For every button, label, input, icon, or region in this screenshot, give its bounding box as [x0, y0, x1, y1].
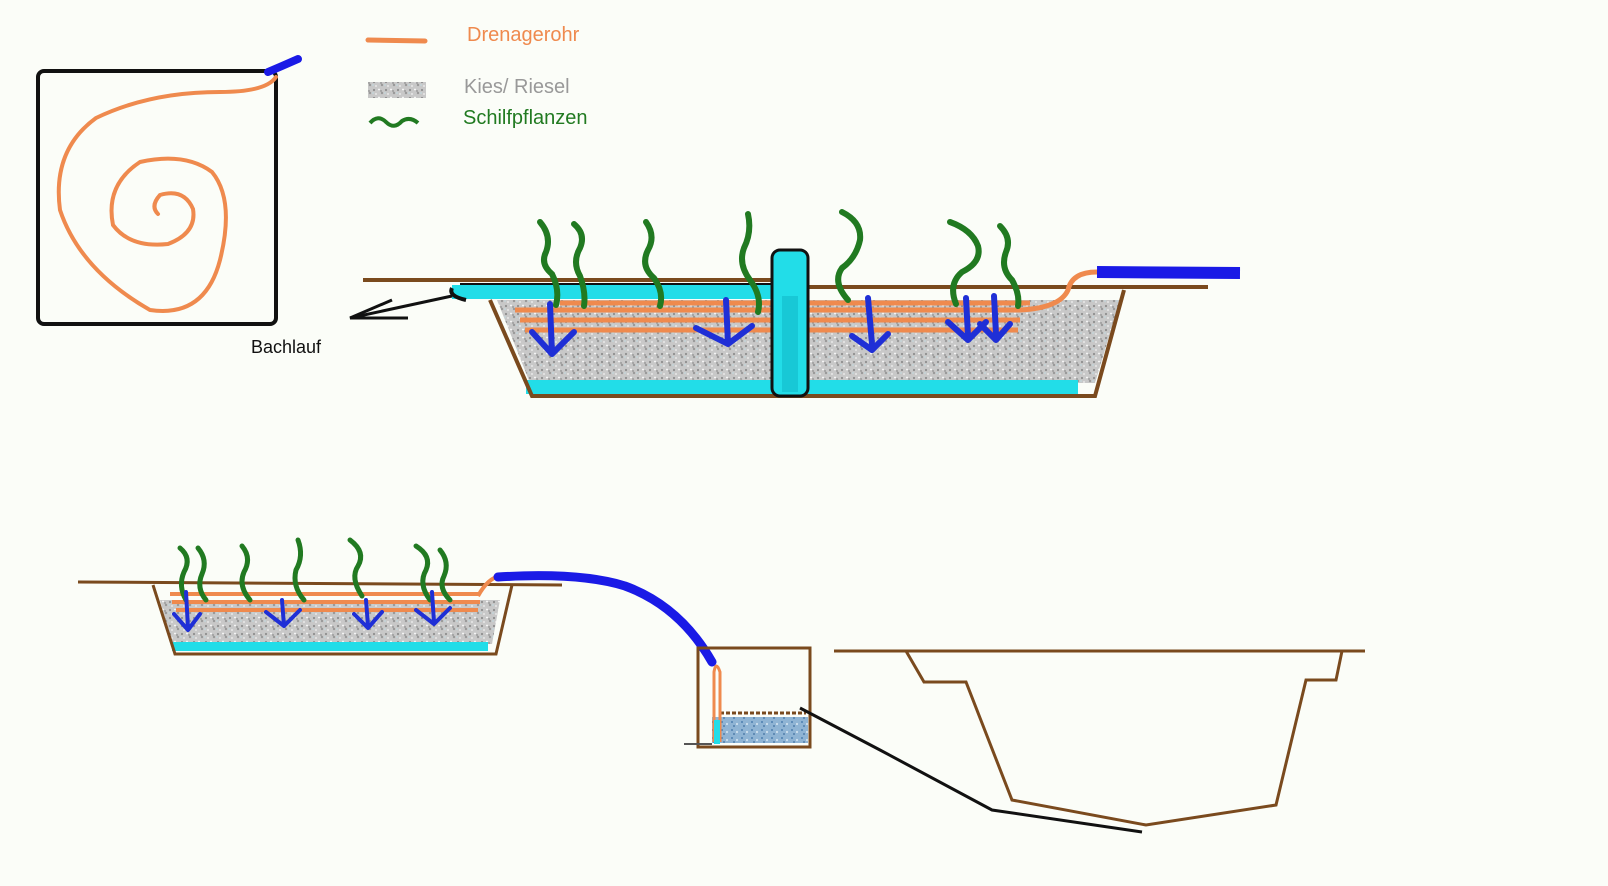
reed-icon [239, 543, 253, 603]
spiral-pipe-icon [56, 75, 278, 313]
reed-icon [642, 219, 665, 309]
small-water-layer [172, 642, 488, 651]
pond-outline [904, 650, 1344, 827]
downflow-arrow-icon [977, 293, 1013, 343]
stream-label: Bachlauf [251, 337, 322, 357]
settling-box-inlet-pipe [712, 664, 722, 742]
system-section [77, 537, 1365, 834]
downflow-arrow-icon [849, 295, 891, 353]
pond-feed-pipe [799, 706, 1143, 834]
filter-basin-section [349, 209, 1241, 398]
reed-icon [347, 537, 365, 599]
downflow-arrow-icon [414, 590, 452, 626]
reed-icon [437, 547, 453, 603]
inlet-hose [1096, 266, 1241, 279]
reed-icon [537, 219, 561, 308]
legend-drain-pipe-label: Drenagerohr [467, 24, 580, 46]
spiral-inlet-hose [264, 55, 302, 76]
downflow-arrow-icon [264, 598, 302, 628]
legend-reed-swatch [368, 116, 420, 128]
downflow-arrows-lower [172, 590, 452, 632]
reed-icon [195, 545, 209, 603]
legend-gravel-swatch [368, 82, 426, 98]
ground-line-lower [77, 580, 563, 587]
standpipe-inner [782, 296, 798, 392]
legend-reeds-label: Schilfpflanzen [463, 107, 588, 129]
reed-icon [571, 221, 588, 309]
reeds-lower [177, 537, 453, 603]
reed-icon [739, 211, 762, 315]
reed-icon [997, 223, 1022, 309]
downflow-arrow-icon [352, 598, 384, 630]
outflow-arrow-icon [349, 294, 453, 320]
reed-icon [177, 545, 190, 603]
reed-icon [835, 209, 864, 303]
settling-box-sediment [712, 717, 808, 743]
reeds-upper [537, 209, 1022, 315]
downflow-arrow-icon [693, 297, 755, 347]
basin-wall [488, 289, 1126, 398]
outlet-lip [449, 287, 467, 302]
outflow-arrow-head [349, 298, 393, 320]
transfer-hose [493, 571, 717, 667]
legend-drain-pipe-swatch [365, 37, 428, 44]
top-view-basin-outline [36, 69, 278, 326]
downflow-arrows-upper [529, 293, 1013, 357]
downflow-arrow-icon [529, 301, 577, 357]
settling-box [696, 646, 812, 749]
reed-icon [413, 543, 433, 603]
small-basin-wall [151, 584, 514, 656]
legend [365, 37, 428, 128]
top-view [36, 55, 302, 326]
legend-gravel-label: Kies/ Riesel [464, 76, 570, 98]
downflow-arrow-icon [172, 590, 202, 632]
reed-icon [292, 537, 307, 603]
reed-icon [947, 219, 982, 307]
